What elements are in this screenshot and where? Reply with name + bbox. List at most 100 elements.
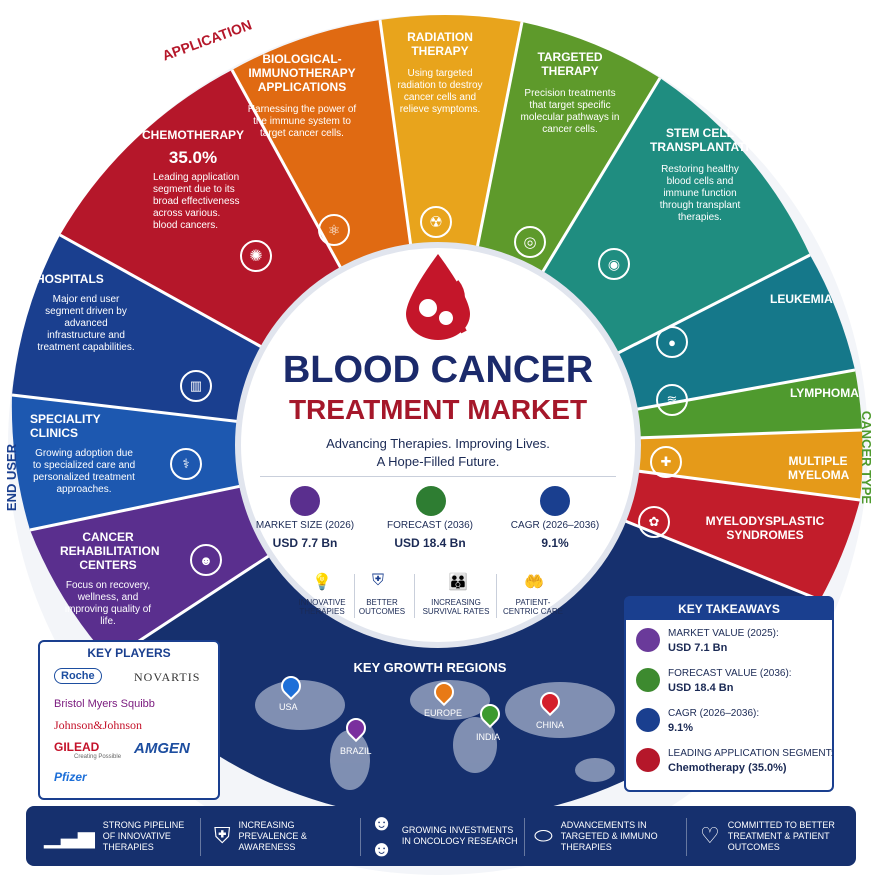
takeaway-value: USD 7.1 Bn [668, 642, 728, 654]
bottom-item-text: STRONG PIPELINE OF INNOVATIVE THERAPIES [102, 819, 185, 852]
bottom-item-text: INCREASING PREVALENCE & AWARENESS [238, 819, 307, 852]
region-label: EUROPE [424, 708, 463, 718]
app-stem-cell: STEM CELL TRANSPLANTATION Restoring heal… [650, 126, 767, 224]
bottom-item: ▁▃▅ STRONG PIPELINE OF INNOVATIVE THERAP… [44, 808, 194, 864]
bottom-item-text: ADVANCEMENTS IN TARGETED & IMMUNO THERAP… [560, 819, 658, 852]
bottom-divider [524, 818, 525, 856]
key-players-panel: KEY PLAYERS Roche NOVARTIS Bristol Myers… [38, 640, 220, 800]
bottom-item: ⛨ INCREASING PREVALENCE & AWARENESS [214, 808, 354, 864]
end-user-desc: Focus on recovery, wellness, and improvi… [64, 580, 152, 627]
app-chemotherapy: CHEMOTHERAPY 35.0% Leading application s… [138, 128, 248, 231]
bar-chart-icon: ▁▃▅ [44, 823, 95, 848]
app-title: CHEMOTHERAPY [141, 128, 244, 142]
takeaway-label: FORECAST VALUE (2036): [668, 668, 792, 679]
bottom-item-text: COMMITTED TO BETTER TREATMENT & PATIENT … [727, 819, 835, 852]
pill-icon: ⬭ [534, 823, 553, 848]
takeaway-value: USD 18.4 Bn [668, 682, 734, 694]
logo-bms: Bristol Myers Squibb [54, 698, 155, 710]
shield-check-icon: ⛨ [214, 823, 231, 848]
target-icon: ◎ [514, 226, 546, 258]
app-desc: Harnessing the power of the immune syste… [247, 104, 357, 139]
bone-icon: ✚ [650, 446, 682, 478]
hospital-icon: ▥ [180, 370, 212, 402]
app-desc: Precision treatments that target specifi… [520, 88, 620, 135]
group-icon: ☻☻ [370, 810, 394, 861]
people-icon: ☻ [190, 544, 222, 576]
app-title: TARGETED THERAPY [537, 50, 603, 78]
app-title: RADIATION THERAPY [407, 30, 473, 58]
cancer-type-myeloma: MULTIPLE MYELOMA [788, 454, 850, 482]
blood-drop-ribbon-icon [406, 254, 470, 340]
cancer-type-lymphoma: LYMPHOMA [790, 386, 859, 400]
stat-label: CAGR (2026–2036) [510, 520, 600, 531]
feature-divider [414, 574, 415, 618]
bottom-item: ♡ COMMITTED TO BETTER TREATMENT & PATIEN… [700, 808, 850, 864]
app-value: 35.0% [168, 148, 218, 167]
feature-divider [496, 574, 497, 618]
center-tagline2: A Hope-Filled Future. [376, 454, 500, 469]
ribbon-icon [636, 748, 660, 772]
cancer-type-mds: MYELODYSPLASTIC SYNDROMES [705, 514, 825, 542]
key-takeaways-title: KEY TAKEAWAYS [626, 598, 832, 620]
region-label: BRAZIL [340, 746, 372, 756]
feature-label: INNOVATIVE THERAPIES [298, 598, 346, 616]
feature-label: PATIENT-CENTRIC CARE [502, 598, 563, 616]
end-user-clinics: SPECIALITY CLINICS Growing adoption due … [30, 412, 138, 496]
center-tagline1: Advancing Therapies. Improving Lives. [326, 436, 550, 451]
marrow-icon: ✿ [638, 506, 670, 538]
app-desc: Restoring healthy blood cells and immune… [659, 164, 741, 223]
bottom-item: ☻☻ GROWING INVESTMENTS IN ONCOLOGY RESEA… [370, 808, 520, 864]
virus-icon: ✺ [240, 240, 272, 272]
shield-check-icon: ⛨ [372, 572, 385, 589]
region-label: USA [279, 702, 298, 712]
heart-hands-icon: ♡ [700, 823, 720, 848]
logo-gilead-tagline: Creating Possible [74, 754, 122, 760]
world-map [255, 680, 615, 790]
bottom-divider [360, 818, 361, 856]
center-divider [260, 476, 616, 477]
growth-chart-icon [416, 486, 446, 516]
logo-roche: Roche [54, 668, 102, 684]
center-title-line1: BLOOD CANCER [282, 349, 594, 391]
region-label: CHINA [536, 720, 565, 730]
bottom-divider [200, 818, 201, 856]
lightbulb-icon: 💡 [312, 574, 332, 591]
end-user-title: CANCER REHABILITATION CENTERS [60, 530, 160, 572]
end-user-desc: Major end user segment driven by advance… [37, 294, 135, 353]
arc-label-end-user: END USER [4, 443, 20, 512]
stat-label: FORECAST (2036) [387, 520, 473, 531]
stat-value: 9.1% [541, 536, 569, 550]
takeaway-label: CAGR (2026–2036): [668, 708, 760, 719]
growth-chart-icon [540, 486, 570, 516]
cell-icon: ◉ [598, 248, 630, 280]
logo-jnj: Johnson&Johnson [54, 718, 143, 732]
radiation-icon: ☢ [420, 206, 452, 238]
end-user-desc: Growing adoption due to specialized care… [32, 448, 136, 495]
feature-label: INCREASING SURVIVAL RATES [422, 598, 490, 616]
molecule-icon: ⚛ [318, 214, 350, 246]
key-players-title: KEY PLAYERS [87, 646, 171, 660]
regions-title: KEY GROWTH REGIONS [353, 660, 507, 675]
arc-label-cancer-type: CANCER TYPE [859, 410, 875, 505]
app-immunotherapy: BIOLOGICAL-IMMUNOTHERAPY APPLICATIONS Ha… [244, 52, 360, 140]
bottom-divider [686, 818, 687, 856]
logo-novartis: NOVARTIS [134, 670, 201, 684]
growth-chart-icon [636, 708, 660, 732]
stethoscope-icon: ⚕ [170, 448, 202, 480]
growth-chart-icon [636, 628, 660, 652]
growth-chart-icon [636, 668, 660, 692]
takeaway-label: MARKET VALUE (2025): [668, 628, 779, 639]
logo-gilead: GILEAD [54, 740, 100, 754]
bottom-item: ⬭ ADVANCEMENTS IN TARGETED & IMMUNO THER… [534, 808, 684, 864]
logo-amgen: AMGEN [134, 740, 190, 757]
logo-pfizer: Pfizer [54, 770, 87, 784]
feature-label: BETTER OUTCOMES [358, 598, 406, 616]
end-user-title: SPECIALITY CLINICS [30, 412, 101, 440]
center-disc [235, 242, 641, 648]
takeaway-value: Chemotherapy (35.0%) [668, 762, 787, 774]
app-targeted: TARGETED THERAPY Precision treatments th… [518, 50, 622, 136]
feature-divider [354, 574, 355, 618]
family-icon: 👪 [448, 574, 468, 591]
end-user-rehab: CANCER REHABILITATION CENTERS Focus on r… [60, 530, 160, 628]
